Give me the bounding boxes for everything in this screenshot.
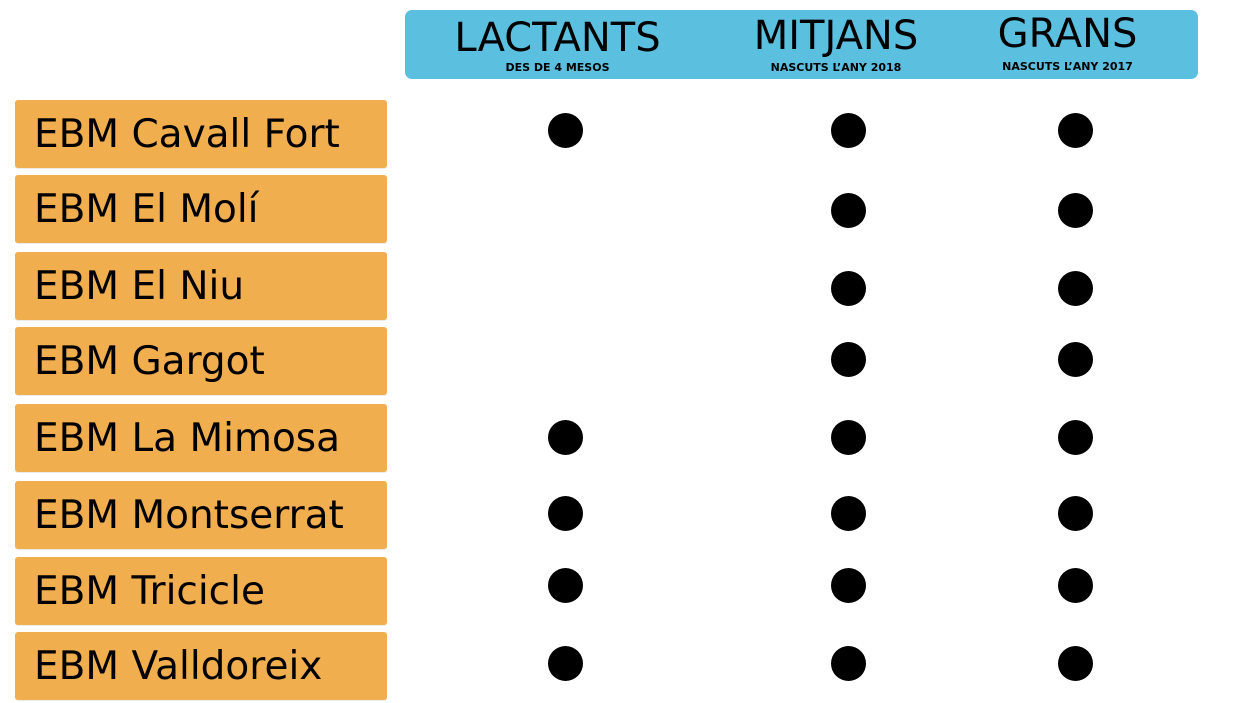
school-row-label: EBM El Niu <box>15 252 387 320</box>
school-row-label: EBM Valldoreix <box>15 632 387 700</box>
column-header-lactants: LACTANTS DES DE 4 MESOS <box>445 10 670 79</box>
availability-dot-mitjans <box>830 192 866 228</box>
availability-dot-mitjans <box>830 495 866 531</box>
availability-dot-lactants <box>547 419 583 455</box>
availability-dot-grans <box>1057 567 1093 603</box>
column-subtitle: NASCUTS L’ANY 2018 <box>770 61 902 74</box>
column-header-mitjans: MITJANS NASCUTS L’ANY 2018 <box>736 10 936 79</box>
school-row-label: EBM La Mimosa <box>15 404 387 472</box>
availability-dot-mitjans <box>830 567 866 603</box>
availability-dot-lactants <box>547 645 583 681</box>
availability-dot-mitjans <box>830 270 866 306</box>
availability-dot-mitjans <box>830 341 866 377</box>
column-header-grans: GRANS NASCUTS L’ANY 2017 <box>975 10 1160 79</box>
availability-dot-grans <box>1057 495 1093 531</box>
availability-dot-mitjans <box>830 645 866 681</box>
column-title: MITJANS <box>753 13 919 59</box>
school-row-label: EBM Cavall Fort <box>15 100 387 168</box>
availability-dot-grans <box>1057 192 1093 228</box>
availability-dot-grans <box>1057 112 1093 148</box>
availability-dot-mitjans <box>830 112 866 148</box>
school-row-label: EBM El Molí <box>15 175 387 243</box>
availability-dot-grans <box>1057 419 1093 455</box>
availability-dot-grans <box>1057 341 1093 377</box>
age-group-header: LACTANTS DES DE 4 MESOS MITJANS NASCUTS … <box>405 10 1198 79</box>
column-subtitle: NASCUTS L’ANY 2017 <box>1002 60 1133 73</box>
column-title: LACTANTS <box>454 15 661 61</box>
availability-dot-grans <box>1057 645 1093 681</box>
availability-dot-grans <box>1057 270 1093 306</box>
column-title: GRANS <box>997 11 1138 57</box>
availability-dot-lactants <box>547 112 583 148</box>
availability-dot-lactants <box>547 567 583 603</box>
column-subtitle: DES DE 4 MESOS <box>505 61 610 74</box>
school-row-label: EBM Tricicle <box>15 557 387 625</box>
availability-dot-lactants <box>547 495 583 531</box>
school-row-label: EBM Montserrat <box>15 481 387 549</box>
school-row-label: EBM Gargot <box>15 327 387 395</box>
availability-dot-mitjans <box>830 419 866 455</box>
